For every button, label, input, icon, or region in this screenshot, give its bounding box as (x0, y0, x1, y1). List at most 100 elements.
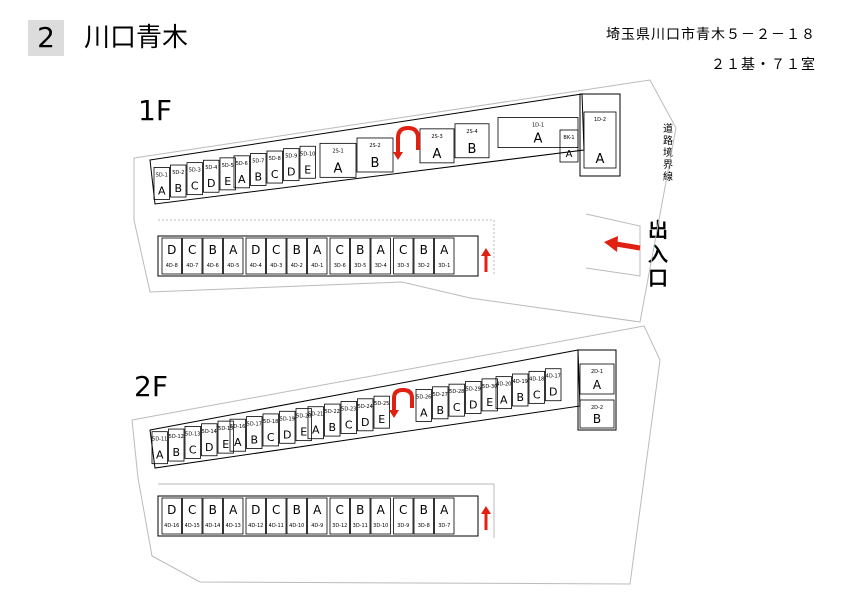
unit-letter: C (272, 243, 280, 257)
storage-unit: C4D-15 (182, 497, 203, 535)
storage-unit: A5D-16 (229, 418, 246, 452)
unit-id: 5D-30 (482, 384, 497, 390)
unit-letter: C (189, 443, 197, 456)
storage-unit: A2D-1 (579, 363, 615, 395)
unit-letter: B (293, 243, 301, 257)
storage-unit: D5D-29 (465, 381, 482, 414)
storage-unit: C4D-18 (528, 370, 545, 404)
storage-unit: D4D-8 (161, 237, 182, 275)
unit-id: 5D-14 (202, 429, 217, 435)
unit-id: 5D-20 (296, 414, 311, 420)
unit-id: 4D-8 (166, 263, 178, 269)
unit-letter: C (453, 401, 461, 414)
unit-id: 4D-14 (205, 523, 220, 529)
unit-id: 3D-5 (354, 263, 366, 269)
unit-letter: D (251, 243, 260, 257)
storage-unit: D5D-14 (201, 423, 218, 457)
unit-id: 3D-3 (397, 263, 409, 269)
road-boundary-label: 道路境界線 (663, 124, 673, 183)
unit-id: 5D-7 (252, 158, 264, 164)
unit-letter: C (336, 503, 344, 517)
unit-id: 5D-23 (341, 406, 356, 412)
storage-unit: C 4D-11 (266, 497, 287, 535)
storage-unit: A4D-20 (495, 376, 512, 410)
unit-letter: D (251, 503, 260, 517)
unit-id: 5D-3 (189, 168, 201, 174)
unit-id: 5D-16 (230, 424, 245, 430)
unit-id: 3D-11 (353, 523, 368, 529)
map-number-badge: 2 (28, 20, 64, 56)
stair-up-arrow-icon (481, 248, 491, 272)
unit-id: 5D-13 (185, 431, 200, 437)
storage-unit: E5D-25 (373, 395, 390, 429)
unit-id: 1D-1 (532, 123, 544, 129)
storage-unit: B3D-8 (413, 497, 434, 535)
storage-unit: B2S-4 (454, 123, 490, 159)
storage-unit: B2D-2 (579, 399, 615, 429)
storage-unit: C4D-7 (182, 237, 203, 275)
unit-id: 4D-19 (513, 379, 528, 385)
unit-letter: A (566, 149, 573, 160)
unit-id: 4D-11 (269, 523, 284, 529)
storage-unit: E5D-10 (299, 145, 316, 179)
unit-id: 4D-9 (311, 523, 323, 529)
unit-id: 5D-6 (236, 161, 248, 167)
unit-id: 3D-8 (418, 523, 430, 529)
lower-building-2f (157, 495, 479, 537)
unit-letter: A (534, 132, 543, 147)
unit-id: 5D-25 (374, 401, 389, 407)
unit-id: 3D-12 (332, 523, 347, 529)
unit-letter: A (229, 243, 238, 257)
unit-id: 4D-17 (546, 374, 561, 380)
storage-unit: A3D-4 (370, 237, 391, 275)
unit-id: 5D-29 (466, 387, 481, 393)
unit-letter: B (209, 243, 217, 257)
unit-id: 4D-7 (186, 263, 198, 269)
unit-id: 3D-10 (373, 523, 388, 529)
unit-id: 1D-2 (594, 117, 606, 123)
storage-unit: D5D-4 (203, 159, 220, 193)
storage-unit: D4D-12 (245, 497, 266, 535)
unit-letter: B (436, 404, 444, 417)
unit-id: 5D-9 (285, 154, 297, 160)
storage-unit: B 4D-10 (286, 497, 307, 535)
storage-unit: D4D-4 (245, 237, 266, 275)
storage-unit: D5D-9 (283, 148, 300, 182)
lower-building-1f (157, 235, 479, 277)
storage-unit: B 5D-2 (170, 164, 187, 198)
storage-unit: B4D-6 (202, 237, 223, 275)
unit-id: 4D-10 (289, 523, 304, 529)
unit-id: 5D-17 (247, 422, 262, 428)
unit-letter: D (283, 428, 291, 441)
storage-unit: C 5D-13 (184, 425, 201, 459)
unit-id: 5D-1 (156, 172, 168, 178)
unit-letter: A (440, 503, 449, 517)
site-outline-2f (131, 325, 661, 585)
unit-id: 5D-4 (205, 165, 217, 171)
unit-letter: E (300, 426, 307, 439)
storage-unit: C 3D-12 (329, 497, 350, 535)
unit-id: 5D-22 (325, 409, 340, 415)
storage-unit: B4D-19 (512, 373, 529, 407)
entrance-arrow-icon (604, 236, 641, 252)
unit-letter: B (468, 142, 477, 157)
unit-letter: C (272, 503, 280, 517)
storage-unit: B3D-5 (350, 237, 371, 275)
unit-letter: B (174, 182, 182, 195)
unit-id: 4D-13 (226, 523, 241, 529)
unit-letter: C (399, 243, 407, 257)
unit-letter: C (399, 503, 407, 517)
unit-letter: A (229, 503, 238, 517)
unit-letter: B (593, 412, 601, 426)
stair-up-arrow-icon (481, 506, 491, 530)
storage-unit: C 3D-3 (393, 237, 414, 275)
unit-letter: C (191, 180, 199, 193)
unit-letter: B (293, 503, 301, 517)
unit-id: 3D-7 (438, 523, 450, 529)
stair-turn-arrow-icon (393, 125, 420, 160)
storage-unit: A4D-5 (223, 237, 244, 275)
unit-id: 5D-2 (172, 170, 184, 176)
storage-unit: A2S-3 (419, 128, 455, 164)
unit-id: 4D-3 (270, 263, 282, 269)
storage-unit: ABK-1 (559, 129, 579, 163)
